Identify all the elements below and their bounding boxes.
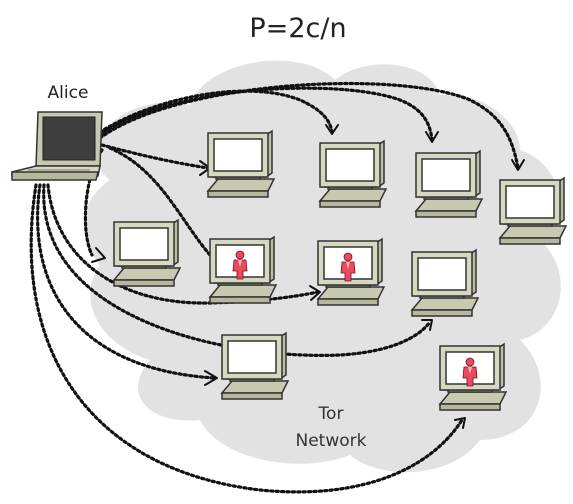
path-to-node-bottom-center [36,183,217,380]
path-to-node-compromised-center [46,183,320,305]
path-to-node-top-right [98,86,434,142]
arrowhead [425,131,439,143]
arrowhead [309,285,321,301]
relay-node-1 [207,130,275,198]
relay-node-compromised-2 [317,238,385,306]
connection-paths [29,81,520,494]
arrowhead [421,319,433,331]
arrowhead [91,247,106,263]
path-to-node-top-middle [98,89,334,134]
relay-node-8 [411,249,479,317]
path-to-node-far-right [98,81,520,170]
relay-node-compromised-1 [209,236,277,304]
relay-node-4 [499,177,567,245]
alice-laptop-icon [11,111,103,181]
relay-node-compromised-3 [439,343,507,411]
path-to-node-compromised-bottom-right [29,183,464,494]
arrowhead [325,124,339,135]
network-label-line1: Tor [318,404,344,424]
network-label-line2: Network [296,431,367,451]
relay-node-5 [113,219,181,287]
path-to-node-upper-left [100,143,210,170]
alice-label: Alice [48,83,89,103]
arrowhead [511,159,525,171]
arrowhead [204,370,218,386]
arrowhead [454,417,466,429]
relay-node-3 [415,150,483,218]
relay-node-9 [221,332,289,400]
relay-node-2 [319,140,387,208]
diagram-title: P=2c/n [249,13,346,44]
